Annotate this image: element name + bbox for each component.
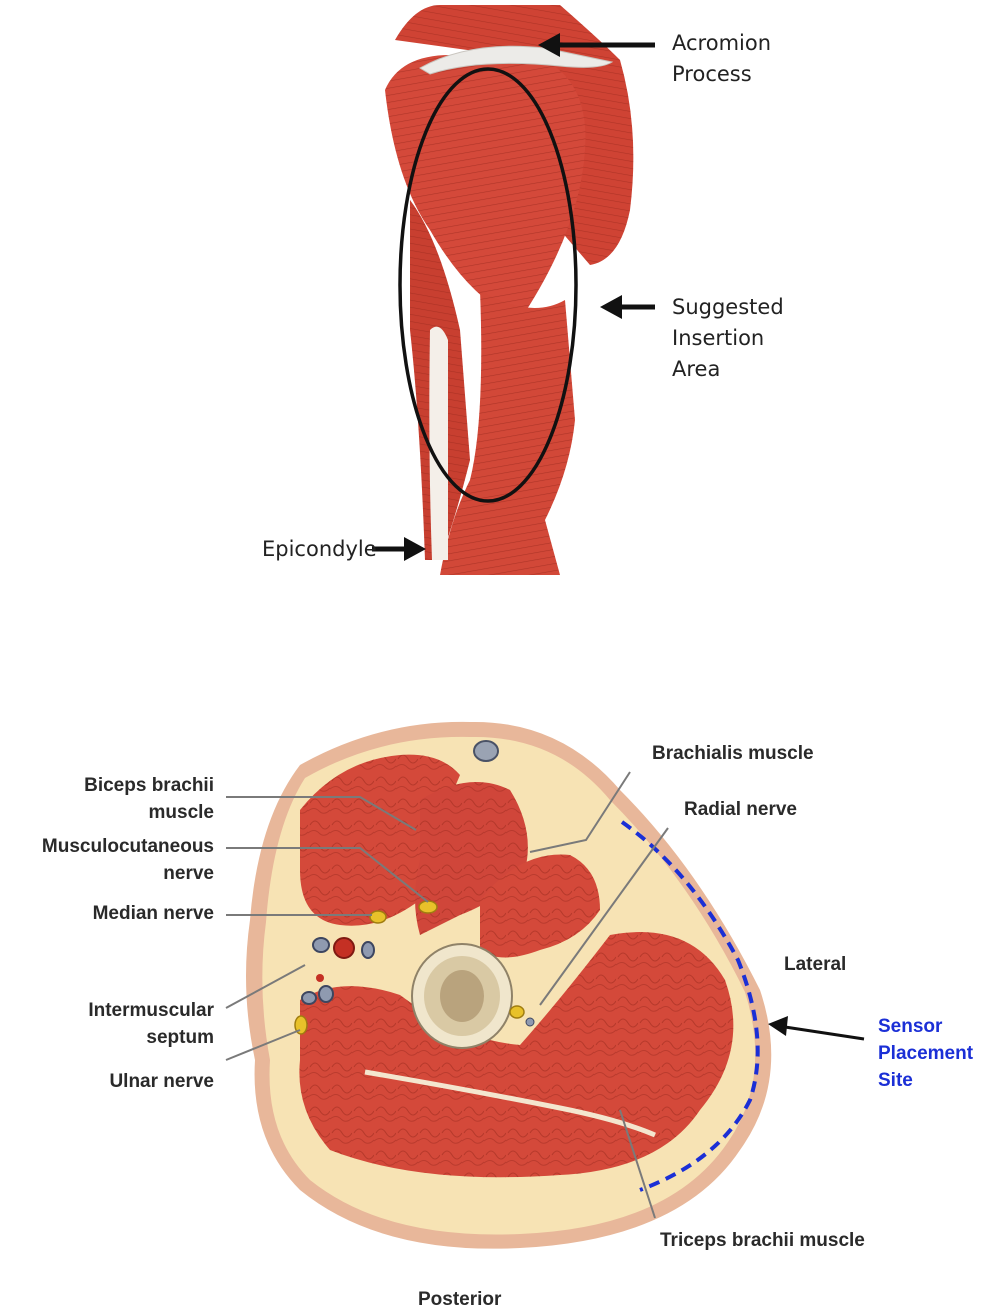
- lateral-label: Lateral: [784, 951, 846, 978]
- insertion-label-line1: Suggested: [672, 292, 784, 323]
- intermuscular-label-line1: Intermuscular: [88, 997, 214, 1024]
- insertion-area-label: Suggested Insertion Area: [672, 292, 784, 385]
- acromion-label-line2: Process: [672, 59, 771, 90]
- intermuscular-label-line2: septum: [88, 1024, 214, 1051]
- sensor-placement-label: Sensor Placement Site: [878, 1013, 973, 1094]
- insertion-label-line3: Area: [672, 354, 784, 385]
- brachialis-label: Brachialis muscle: [652, 740, 814, 767]
- biceps-label-line1: Biceps brachii: [84, 772, 214, 799]
- acromion-label: Acromion Process: [672, 28, 771, 90]
- intermuscular-label: Intermuscular septum: [88, 997, 214, 1051]
- biceps-label: Biceps brachii muscle: [84, 772, 214, 826]
- median-nerve-label: Median nerve: [93, 900, 214, 927]
- acromion-label-line1: Acromion: [672, 28, 771, 59]
- musculocutaneous-label-line2: nerve: [42, 860, 214, 887]
- musculocutaneous-label-line1: Musculocutaneous: [42, 833, 214, 860]
- arm-muscle-illustration: [385, 5, 633, 575]
- epicondyle-arrow: [372, 537, 426, 561]
- epicondyle-label: Epicondyle: [262, 534, 377, 565]
- sensor-arrow: [768, 1016, 864, 1039]
- biceps-label-line2: muscle: [84, 799, 214, 826]
- posterior-label: Posterior: [418, 1286, 501, 1313]
- musculocutaneous-label: Musculocutaneous nerve: [42, 833, 214, 887]
- triceps-label: Triceps brachii muscle: [660, 1227, 865, 1254]
- radial-nerve-label: Radial nerve: [684, 796, 797, 823]
- sensor-label-line2: Placement: [878, 1040, 973, 1067]
- sensor-label-line1: Sensor: [878, 1013, 973, 1040]
- ulnar-nerve-label: Ulnar nerve: [109, 1068, 214, 1095]
- insertion-label-line2: Insertion: [672, 323, 784, 354]
- sensor-label-line3: Site: [878, 1067, 973, 1094]
- insertion-arrow: [600, 295, 655, 319]
